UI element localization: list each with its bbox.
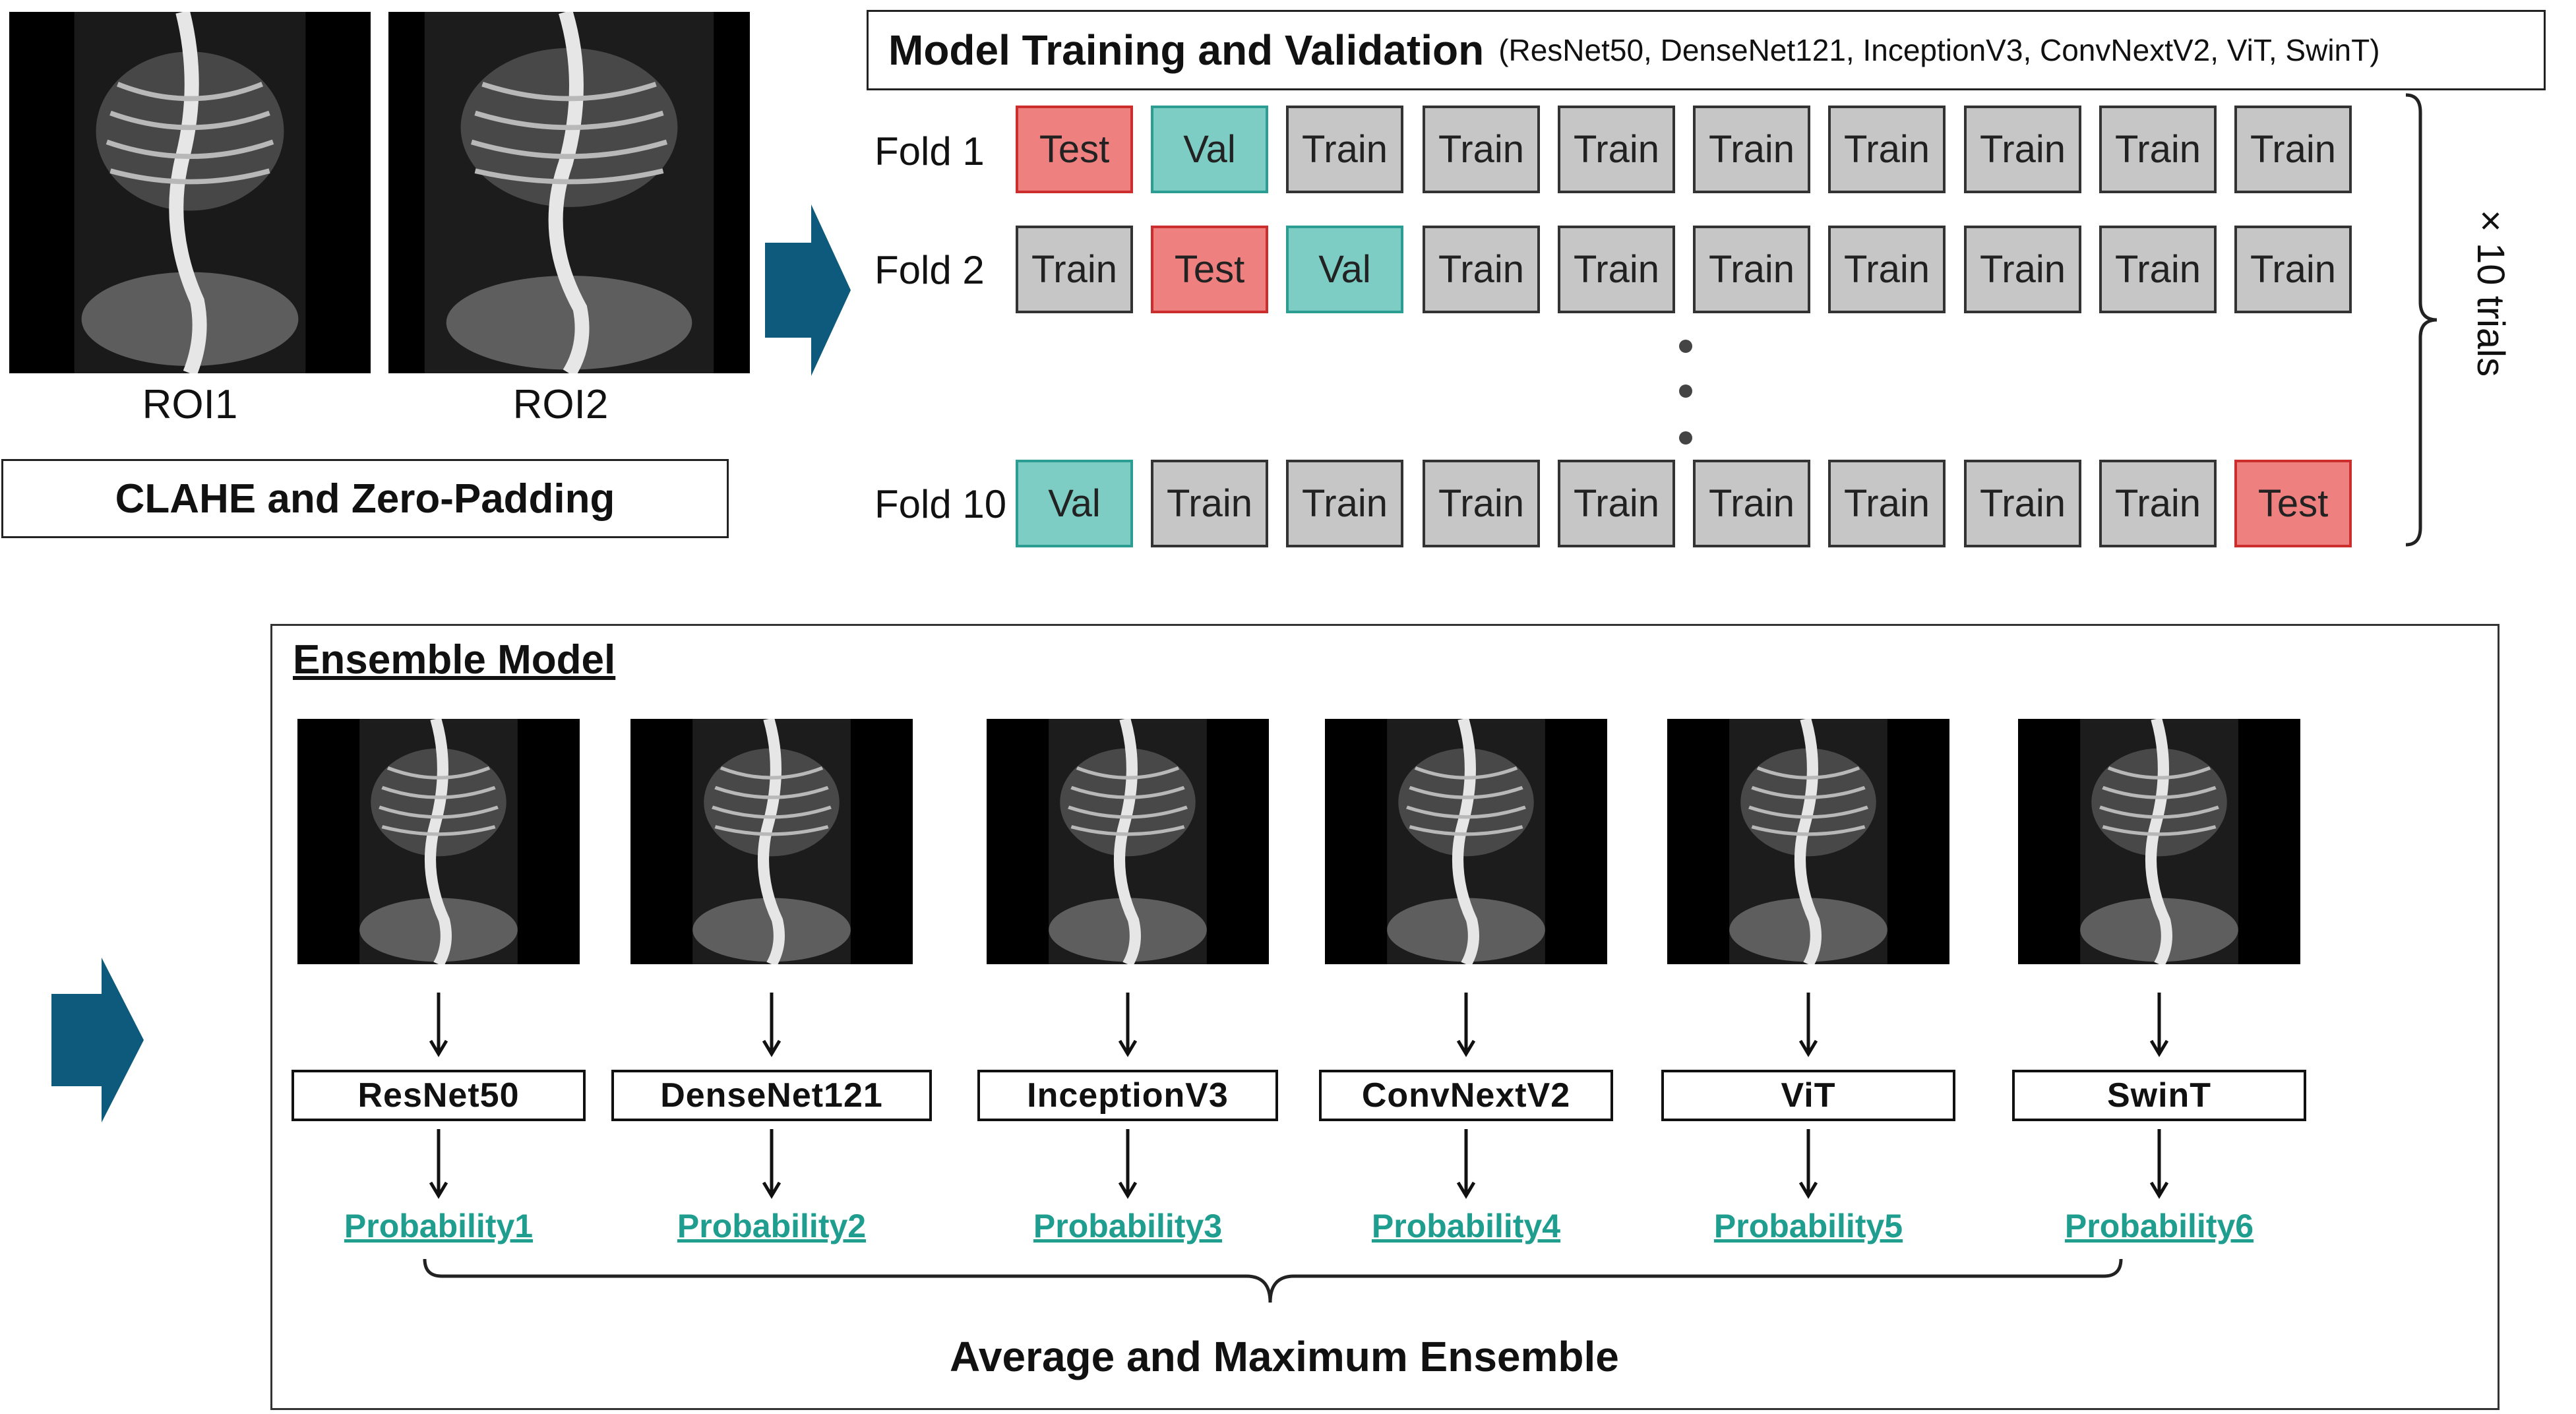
arrow-down-icon	[1118, 993, 1138, 1057]
fold-cell-val: Val	[1286, 226, 1403, 313]
fold-cell-train: Train	[1828, 106, 1946, 193]
ensemble-title: Ensemble Model	[293, 637, 616, 683]
xray-thumbnail	[1325, 719, 1607, 964]
model-box: ConvNextV2	[1319, 1070, 1613, 1121]
xray-thumbnail	[987, 719, 1269, 964]
model-box: DenseNet121	[611, 1070, 932, 1121]
arrow-down-icon	[429, 993, 448, 1057]
arrow-down-icon	[1456, 993, 1476, 1057]
arrow-down-icon	[1456, 1129, 1476, 1199]
arrow-down-icon	[1798, 1129, 1818, 1199]
clahe-zero-padding-box: CLAHE and Zero-Padding	[1, 459, 729, 538]
fold-cell-train: Train	[2234, 106, 2352, 193]
fold-cell-train: Train	[1693, 226, 1810, 313]
fold-cell-train: Train	[1693, 106, 1810, 193]
xray-thumbnail	[630, 719, 913, 964]
fold-cell-train: Train	[1423, 226, 1540, 313]
arrow-down-icon	[1118, 1129, 1138, 1199]
fold-label: Fold 1	[874, 129, 985, 173]
fold-cell-train: Train	[1964, 460, 2081, 547]
fold-cell-train: Train	[1558, 226, 1675, 313]
xray-image-roi1	[9, 12, 371, 373]
fold-cell-train: Train	[2099, 460, 2217, 547]
probability-label: Probability3	[1033, 1208, 1223, 1245]
fold-cell-test: Test	[1016, 106, 1133, 193]
training-title-box: Model Training and Validation (ResNet50,…	[867, 10, 2546, 90]
fold-cell-test: Test	[2234, 460, 2352, 547]
fold-cell-train: Train	[1423, 106, 1540, 193]
fold-cell-train: Train	[1016, 226, 1133, 313]
probability-label: Probability2	[677, 1208, 867, 1245]
repeat-label: × 10 trials	[2469, 210, 2512, 377]
fold-cell-train: Train	[2099, 106, 2217, 193]
model-box: ResNet50	[291, 1070, 586, 1121]
training-title: Model Training and Validation	[888, 26, 1485, 74]
model-box: InceptionV3	[977, 1070, 1278, 1121]
ensemble-caption: Average and Maximum Ensemble	[950, 1333, 1619, 1380]
fold-cell-train: Train	[1693, 460, 1810, 547]
fold-label: Fold 10	[874, 482, 1007, 526]
ellipsis-dot	[1679, 384, 1692, 398]
arrow-down-icon	[1798, 993, 1818, 1057]
ellipsis-dot	[1679, 340, 1692, 353]
arrow-down-icon	[429, 1129, 448, 1199]
fold-cell-test: Test	[1151, 226, 1268, 313]
fold-cell-train: Train	[2099, 226, 2217, 313]
arrow-right-icon	[51, 958, 144, 1122]
training-subtitle: (ResNet50, DenseNet121, InceptionV3, Con…	[1498, 33, 2380, 67]
ensemble-panel	[270, 624, 2499, 1410]
fold-cell-train: Train	[1964, 226, 2081, 313]
fold-cell-train: Train	[2234, 226, 2352, 313]
arrow-right-icon	[765, 204, 851, 376]
roi2-label: ROI2	[512, 382, 609, 427]
fold-cell-train: Train	[1828, 460, 1946, 547]
arrow-down-icon	[2149, 1129, 2169, 1199]
model-box: SwinT	[2012, 1070, 2306, 1121]
fold-cell-train: Train	[1558, 460, 1675, 547]
arrow-down-icon	[762, 1129, 782, 1199]
fold-cell-train: Train	[1286, 106, 1403, 193]
fold-cell-train: Train	[1828, 226, 1946, 313]
fold-cell-train: Train	[1558, 106, 1675, 193]
xray-thumbnail	[2018, 719, 2300, 964]
probability-label: Probability1	[344, 1208, 534, 1245]
fold-cell-train: Train	[1286, 460, 1403, 547]
probability-label: Probability6	[2064, 1208, 2254, 1245]
arrow-down-icon	[2149, 993, 2169, 1057]
roi1-label: ROI1	[142, 382, 238, 427]
fold-cell-train: Train	[1964, 106, 2081, 193]
fold-cell-val: Val	[1151, 106, 1268, 193]
ensemble-brace	[423, 1258, 2123, 1303]
fold-cell-train: Train	[1423, 460, 1540, 547]
fold-cell-train: Train	[1151, 460, 1268, 547]
xray-image-roi2	[388, 12, 750, 373]
arrow-down-icon	[762, 993, 782, 1057]
xray-thumbnail	[297, 719, 580, 964]
repeat-brace	[2405, 93, 2438, 547]
probability-label: Probability5	[1713, 1208, 1903, 1245]
probability-label: Probability4	[1371, 1208, 1561, 1245]
xray-thumbnail	[1667, 719, 1949, 964]
model-box: ViT	[1661, 1070, 1955, 1121]
ellipsis-dot	[1679, 431, 1692, 445]
fold-label: Fold 2	[874, 248, 985, 292]
fold-cell-val: Val	[1016, 460, 1133, 547]
